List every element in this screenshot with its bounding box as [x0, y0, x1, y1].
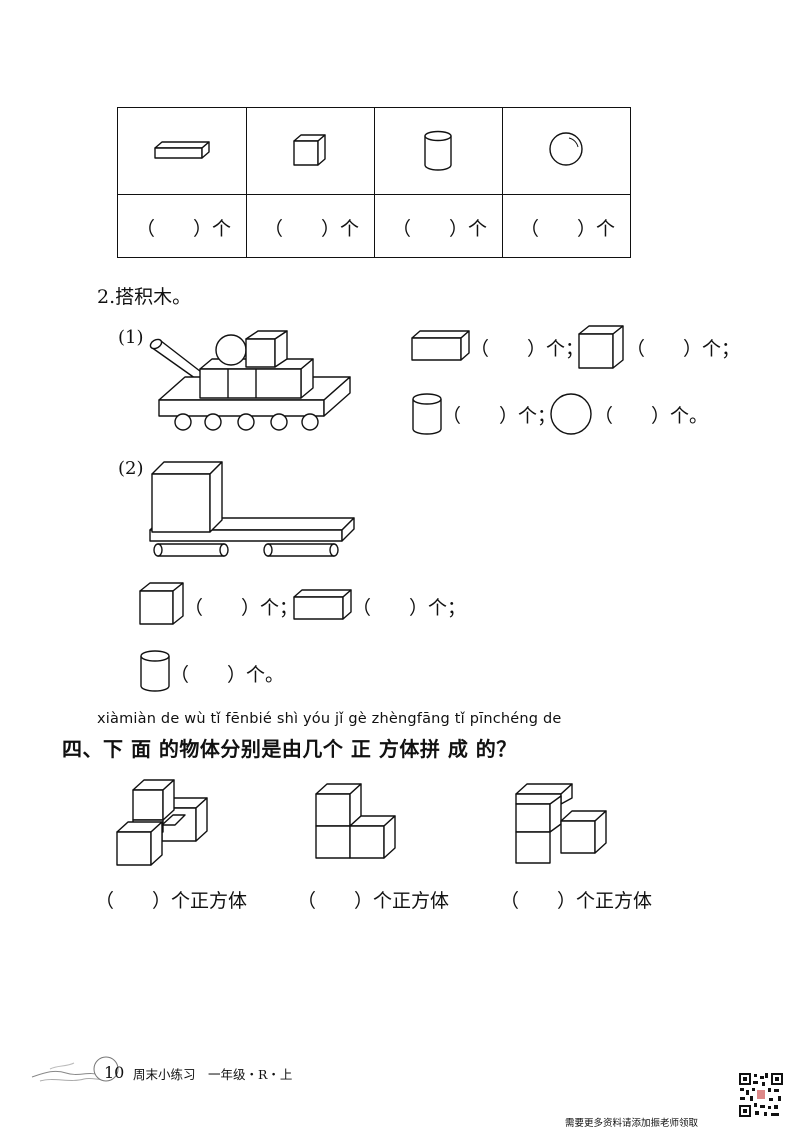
answer-blank[interactable]: （ ）个正方体 — [297, 890, 450, 912]
vehicle-1-illustration — [145, 325, 355, 435]
question-4-pinyin: xiàmiàn de wù tǐ fēnbié shì yóu jǐ gè zh… — [97, 711, 562, 727]
shape-count-table: （ ）个 （ ）个 （ ）个 （ ）个 — [117, 107, 631, 258]
footer-decoration-icon — [30, 1053, 119, 1085]
answer-blank[interactable]: （ ）个 — [392, 218, 488, 240]
cube-stack-figure-a — [115, 778, 215, 868]
cube-icon — [139, 582, 187, 628]
qr-code-icon — [738, 1072, 784, 1118]
answer-blank[interactable]: （ ）个 — [264, 218, 360, 240]
vehicle-2-illustration — [149, 460, 360, 560]
question-4-title: 四、下 面 的物体分别是由几个 正 方体拼 成 的？ — [62, 737, 517, 761]
cuboid-icon — [293, 589, 355, 621]
answer-blank[interactable]: （ ）个 — [520, 218, 616, 240]
question-2-title: 2.搭积木。 — [97, 286, 192, 308]
answer-blank[interactable]: （ ）个； — [470, 338, 585, 360]
cuboid-icon — [411, 330, 473, 362]
table-divider — [246, 108, 247, 257]
sphere-icon — [550, 393, 594, 437]
part-1-label: (1) — [118, 327, 144, 348]
cuboid-icon — [154, 140, 214, 162]
cylinder-icon — [411, 393, 445, 437]
footer-title: 周末小练习 一年级・R・上 — [133, 1067, 293, 1082]
answer-blank[interactable]: （ ）个； — [442, 405, 557, 427]
answer-blank[interactable]: （ ）个 — [136, 218, 232, 240]
page-number: 10 — [104, 1063, 125, 1082]
table-divider — [118, 194, 630, 195]
sphere-icon — [549, 132, 585, 168]
cube-icon — [578, 325, 628, 371]
answer-blank[interactable]: （ ）个正方体 — [95, 890, 248, 912]
answer-blank[interactable]: （ ）个正方体 — [500, 890, 653, 912]
footer-note: 需要更多资料请添加振老师领取 — [565, 1118, 699, 1129]
answer-blank[interactable]: （ ）个； — [352, 597, 467, 619]
table-divider — [502, 108, 503, 257]
cylinder-icon — [139, 650, 173, 694]
answer-blank[interactable]: （ ）个。 — [594, 405, 709, 427]
answer-blank[interactable]: （ ）个； — [626, 338, 741, 360]
table-divider — [374, 108, 375, 257]
cylinder-icon — [423, 130, 455, 172]
cube-icon — [293, 134, 329, 170]
part-2-label: (2) — [118, 458, 144, 479]
cube-stack-figure-c — [514, 780, 614, 866]
answer-blank[interactable]: （ ）个。 — [170, 664, 285, 686]
answer-blank[interactable]: （ ）个； — [184, 597, 299, 619]
cube-stack-figure-b — [314, 782, 414, 864]
